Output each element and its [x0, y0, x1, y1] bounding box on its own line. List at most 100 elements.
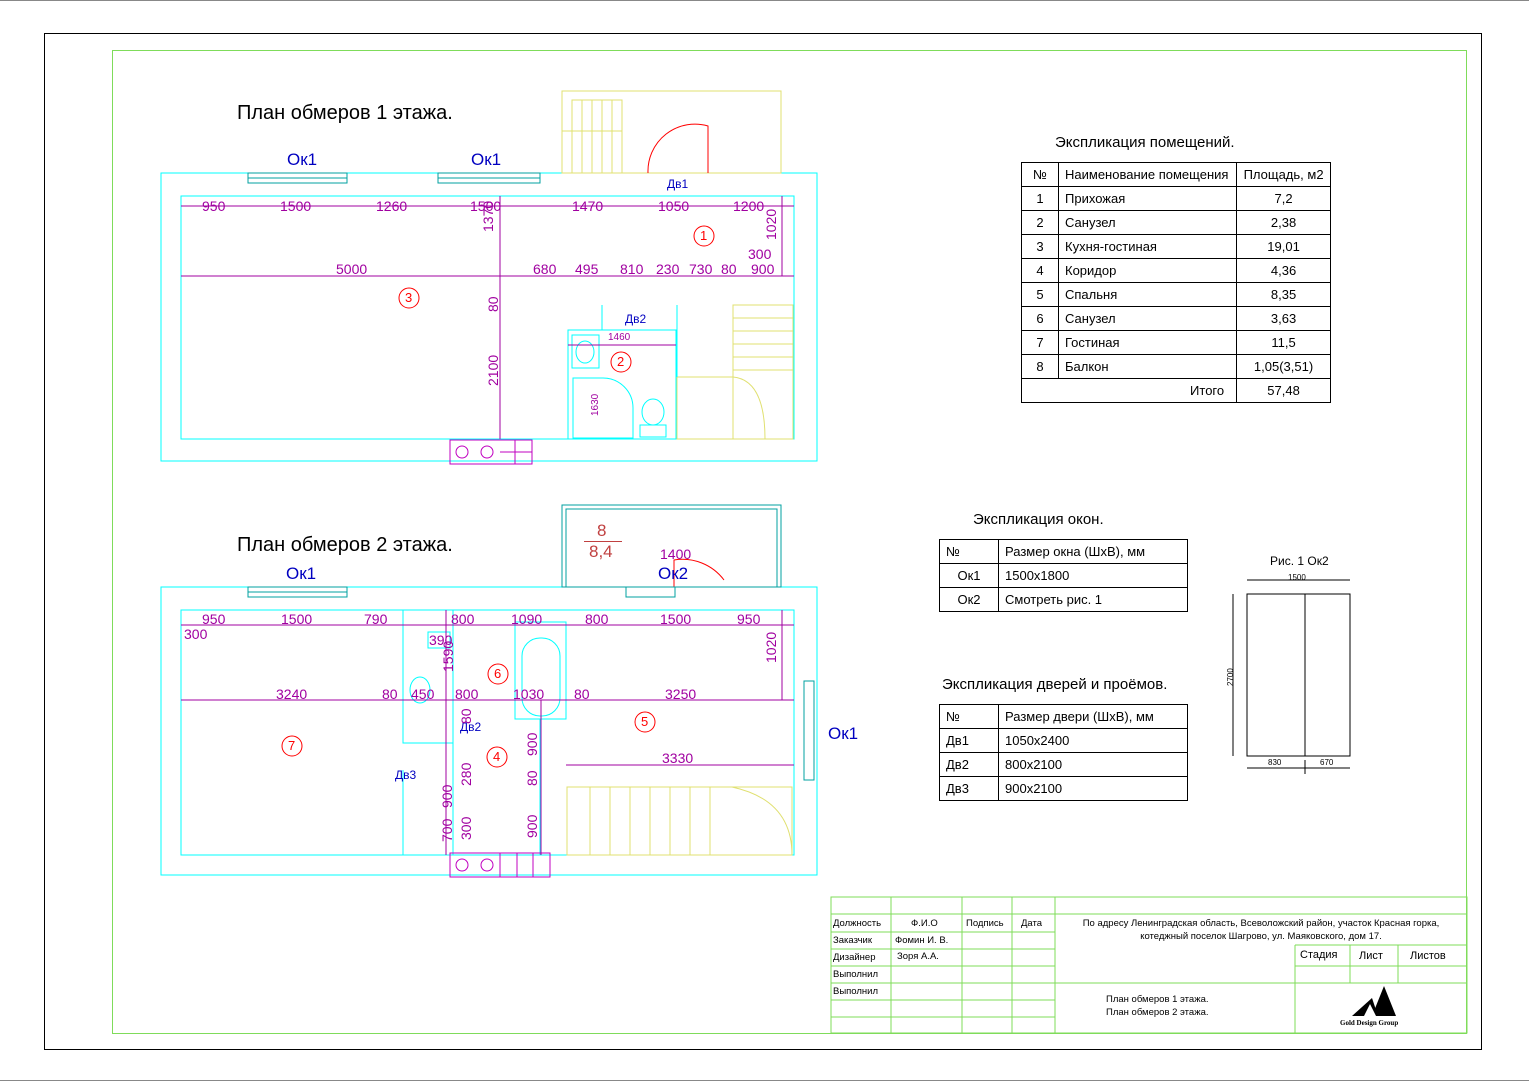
stamp-sheet-title: План обмеров 1 этажа. [1106, 994, 1209, 1005]
table-cell: 6 [1021, 306, 1059, 331]
plan2-room-number: 4 [493, 749, 501, 764]
balcony-fraction-line [584, 541, 622, 542]
table-cell: Дв2 [939, 752, 999, 777]
total-label: Итого [1020, 378, 1238, 403]
table-cell: 2 [1021, 210, 1059, 235]
figure-title: Рис. 1 Ок2 [1270, 554, 1329, 568]
table-cell: 1050х2400 [998, 728, 1188, 753]
table-cell: Ок1 [939, 563, 999, 588]
plan2-walls [160, 586, 818, 876]
table-header-cell: № [1021, 162, 1059, 187]
dim-label: 80 [485, 296, 501, 312]
table-cell: 1,05(3,51) [1236, 354, 1331, 379]
dim-label: 1500 [281, 611, 313, 627]
rooms-table-title: Экспликация помещений. [1055, 134, 1235, 151]
table-header-row: № Наименование помещения Площадь, м2 [1021, 162, 1331, 187]
plan1-porch [561, 90, 782, 174]
dim-label: 5000 [336, 261, 368, 277]
table-cell: Прихожая [1057, 186, 1238, 211]
table-header-cell: Размер окна (ШхВ), мм [998, 539, 1188, 564]
figure-height-dim: 2700 [1226, 668, 1235, 686]
table-cell: 7,2 [1236, 186, 1331, 211]
stamp-role: Выполнил [833, 969, 879, 980]
drawing-frame [112, 50, 1467, 1034]
dim-label: 450 [411, 686, 435, 702]
plan1-window-label: Ок1 [287, 150, 318, 169]
table-cell: 3 [1021, 234, 1059, 259]
stamp-person: Фомин И. В. [895, 935, 949, 946]
dim-label: 1500 [660, 611, 692, 627]
plan2-kitchen-stove [449, 852, 551, 878]
dim-label: 790 [364, 611, 388, 627]
plan1-dimension-lines [181, 196, 794, 439]
dim-label: 950 [737, 611, 761, 627]
table-cell: 2,38 [1236, 210, 1331, 235]
table-header-cell: Размер двери (ШхВ), мм [998, 704, 1188, 729]
stamp-sheet-header: Лист [1359, 950, 1383, 962]
table-cell: 800х2100 [998, 752, 1188, 777]
table-cell: 8,35 [1236, 282, 1331, 307]
dim-label: 800 [585, 611, 609, 627]
plan1-title: План обмеров 1 этажа. [237, 102, 453, 124]
stamp-header: Должность [833, 918, 882, 929]
dim-label: 3330 [662, 750, 694, 766]
dim-label: 80 [721, 261, 737, 277]
table-cell: 8 [1021, 354, 1059, 379]
table-cell: 3,63 [1236, 306, 1331, 331]
dim-label: 1200 [733, 198, 765, 214]
dim-label: 80 [458, 708, 474, 724]
stamp-grid [830, 896, 1468, 1034]
dim-label: 950 [202, 611, 226, 627]
dim-label: 1090 [511, 611, 543, 627]
dim-label: 230 [656, 261, 680, 277]
logo-mark [1352, 986, 1396, 1016]
balcony-room-number: 8 [597, 521, 607, 540]
plan2-window-label: Ок1 [828, 724, 859, 743]
table-cell: Санузел [1057, 306, 1238, 331]
dim-label: 1020 [763, 208, 779, 240]
table-header-row: № Размер окна (ШхВ), мм [939, 539, 1188, 564]
plan2-windows [247, 586, 815, 781]
dim-label: 900 [524, 732, 540, 756]
plan2-window-label: Ок1 [286, 564, 317, 583]
table-cell: Кухня-гостиная [1057, 234, 1238, 259]
plan2-dimension-lines [181, 610, 794, 855]
dim-label: 730 [689, 261, 713, 277]
plan2-door-label: Дв2 [460, 720, 482, 734]
plan1-door1 [647, 123, 709, 174]
stamp-role: Дизайнер [833, 952, 876, 963]
dim-label: 1260 [376, 198, 408, 214]
dim-label: 300 [458, 816, 474, 840]
stamp-sheet-title: План обмеров 2 этажа. [1106, 1007, 1209, 1018]
table-cell: 5 [1021, 282, 1059, 307]
dim-label: 80 [382, 686, 398, 702]
dim-label: 1500 [470, 198, 502, 214]
plan2-bathroom [402, 609, 567, 855]
figure-left-dim: 830 [1268, 758, 1282, 767]
dim-label: 900 [524, 814, 540, 838]
dim-label: 1590 [440, 640, 456, 672]
table-cell: 1 [1021, 186, 1059, 211]
dim-label: 1630 [590, 393, 601, 416]
dim-label: 280 [458, 762, 474, 786]
plan1-kitchen-stove [449, 439, 533, 465]
plan1-room-number: 3 [405, 290, 413, 305]
dim-label: 700 [439, 818, 455, 842]
dim-label: 2100 [485, 354, 501, 386]
dim-label: 300 [748, 246, 772, 262]
sheet-frame [44, 33, 1482, 1050]
top-border-line [0, 0, 1529, 1]
dim-label: 1370 [480, 200, 496, 232]
plan2-stairs [566, 786, 793, 856]
dim-label: 1500 [280, 198, 312, 214]
table-header-cell: Наименование помещения [1057, 162, 1238, 187]
